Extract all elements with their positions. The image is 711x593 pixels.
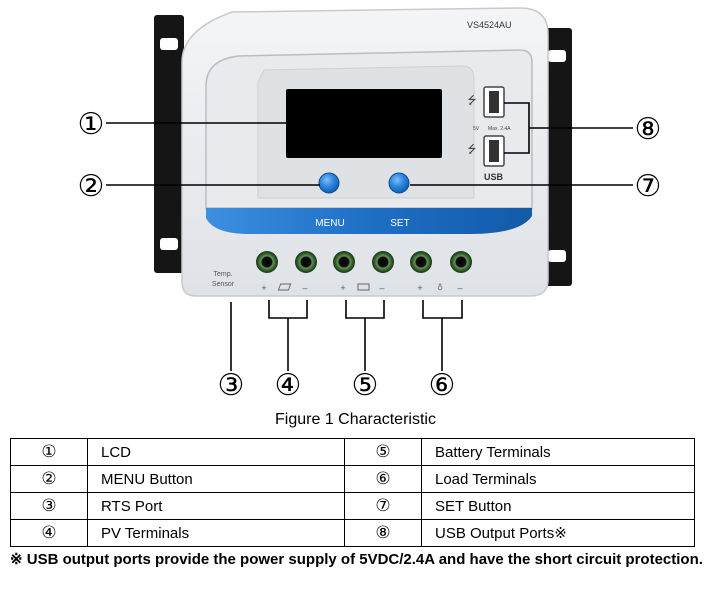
callout-2: ② (78, 169, 105, 204)
right-bracket (542, 28, 572, 286)
battery-icon (357, 283, 370, 291)
row-number: ⑦ (344, 492, 422, 520)
row-label: Load Terminals (421, 465, 695, 493)
left-bracket (154, 15, 184, 273)
menu-label: MENU (315, 218, 344, 229)
load-plus-sign: + (417, 283, 422, 293)
usb-icon: ⭍ (467, 94, 476, 107)
sensor-label: Sensor (212, 281, 235, 288)
row-label: RTS Port (87, 492, 345, 520)
usb-voltage-label: 5V (473, 126, 480, 132)
figure-caption: Figure 1 Characteristic (275, 411, 436, 428)
row-label: MENU Button (87, 465, 345, 493)
table-row: ③ RTS Port ⑦ SET Button (10, 492, 695, 520)
battery-plus-sign: + (340, 283, 345, 293)
bulb-icon: ♁ (437, 283, 443, 292)
load-minus-sign: – (457, 283, 462, 293)
row-label: SET Button (421, 492, 695, 520)
characteristics-table: ① LCD ⑤ Battery Terminals ② MENU Button … (10, 438, 695, 547)
pv-negative-terminal[interactable] (295, 251, 317, 273)
temp-label: Temp. (213, 271, 232, 278)
row-number: ⑤ (344, 438, 422, 466)
callout-8: ⑧ (635, 112, 662, 147)
controller-figure: MENU SET VS4524AU ⭍ ⭍ 5V Max. 2.4A USB T… (78, 7, 662, 403)
callout-3: ③ (218, 368, 245, 403)
table-row: ② MENU Button ⑥ Load Terminals (10, 465, 695, 493)
control-band (206, 208, 532, 234)
row-number: ① (10, 438, 88, 466)
battery-positive-terminal[interactable] (333, 251, 355, 273)
load-positive-terminal[interactable] (410, 251, 432, 273)
pv-plus-sign: + (261, 283, 266, 293)
battery-negative-terminal[interactable] (372, 251, 394, 273)
row-label: Battery Terminals (421, 438, 695, 466)
row-number: ② (10, 465, 88, 493)
load-negative-terminal[interactable] (450, 251, 472, 273)
row-number: ⑥ (344, 465, 422, 493)
row-label: USB Output Ports※ (421, 519, 695, 547)
table-row: ① LCD ⑤ Battery Terminals (10, 438, 695, 466)
callout-4: ④ (275, 368, 302, 403)
table-row: ④ PV Terminals ⑧ USB Output Ports※ (10, 519, 695, 547)
battery-minus-sign: – (379, 283, 384, 293)
set-button[interactable] (388, 172, 410, 194)
row-number: ④ (10, 519, 88, 547)
usb-ports: ⭍ ⭍ 5V Max. 2.4A USB (467, 86, 511, 182)
usb-icon: ⭍ (467, 143, 476, 156)
row-number: ③ (10, 492, 88, 520)
callout-5: ⑤ (352, 368, 379, 403)
lcd-screen (286, 89, 442, 158)
usb-label: USB (484, 172, 504, 182)
row-label: PV Terminals (87, 519, 345, 547)
usb-rating-label: Max. 2.4A (488, 126, 511, 132)
row-label: LCD (87, 438, 345, 466)
pv-panel-icon (277, 283, 292, 291)
pv-positive-terminal[interactable] (256, 251, 278, 273)
model-label: VS4524AU (467, 20, 512, 30)
menu-button[interactable] (318, 172, 340, 194)
set-label: SET (390, 218, 409, 229)
pv-minus-sign: – (302, 283, 307, 293)
usb-note: ※ USB output ports provide the power sup… (10, 551, 703, 568)
terminals (256, 251, 472, 273)
row-number: ⑧ (344, 519, 422, 547)
callout-7: ⑦ (635, 169, 662, 204)
callout-1: ① (78, 107, 105, 142)
callout-6: ⑥ (429, 368, 456, 403)
